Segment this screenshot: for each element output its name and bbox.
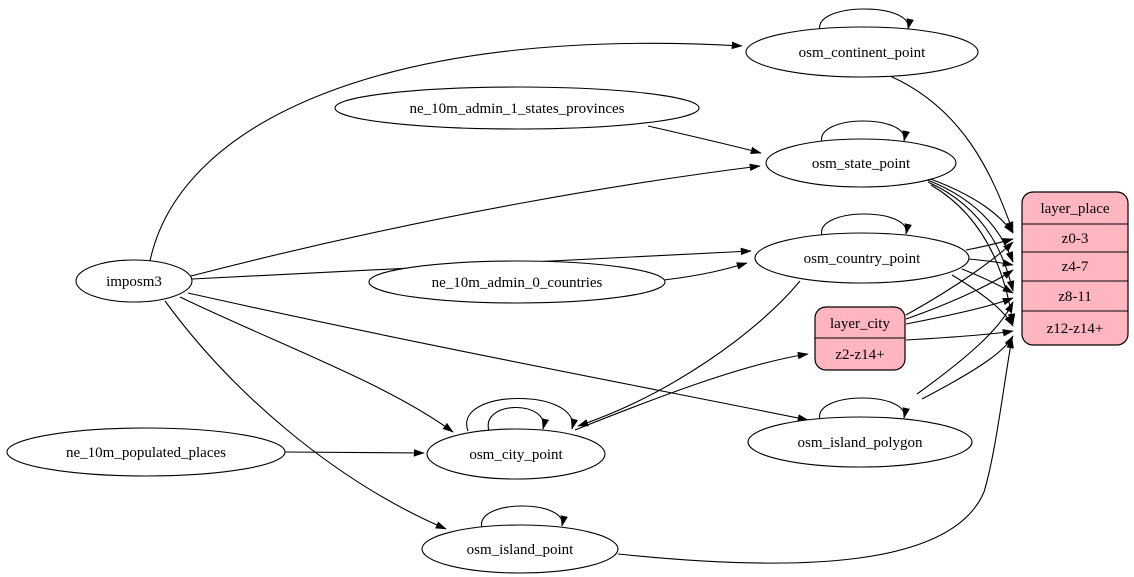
- node-imposm3-label: imposm3: [106, 274, 162, 290]
- selfloop-osm_island_point: [481, 505, 568, 529]
- record-layer_place-row-z4-7: z4-7: [1062, 259, 1089, 275]
- selfloop-osm_island_polygon: [819, 397, 910, 421]
- selfloop-osm_city_point-inner: [487, 406, 550, 432]
- edge-imposm3-to-osm_island_point: [164, 300, 447, 530]
- record-layer_place-row-z0-3: z0-3: [1062, 231, 1089, 247]
- node-ne_admin0-label: ne_10m_admin_0_countries: [432, 275, 603, 291]
- record-layer_city-title: layer_city: [830, 316, 890, 332]
- edge-imposm3-to-osm_state_point: [190, 163, 761, 277]
- node-city-label: osm_city_point: [469, 447, 563, 463]
- edge-osm_state_point-to-layer_place-z4-7: [924, 178, 1014, 263]
- edge-osm_state_point-to-layer_place-z8-11: [927, 181, 1015, 292]
- edge-ne_10m_admin_0_countries-to-osm_country_point: [663, 262, 748, 281]
- edge-imposm3-to-osm_island_polygon: [187, 292, 809, 422]
- node-country-label: osm_country_point: [804, 251, 921, 267]
- edge-ne_10m_populated_places-to-osm_city_point: [284, 449, 425, 457]
- node-osm_city_point: osm_city_point: [426, 428, 606, 480]
- edge-layer_city-to-layer_place-z8-11: [905, 297, 1014, 325]
- edge-osm_country_point-to-layer_place-z0-3: [965, 238, 1014, 251]
- edge-layer_city-to-layer_place-z4-7: [905, 269, 1014, 320]
- edge-osm_country_point-to-layer_place-z8-11: [961, 268, 1014, 294]
- record-layer_place-row-z12-z14: z12-z14+: [1047, 321, 1104, 337]
- record-layer_place-row-z8-11: z8-11: [1058, 289, 1092, 305]
- edge-osm_island_polygon-to-layer_place-z12-z14: [921, 335, 1014, 400]
- edge-osm_island_point-to-layer_place-z12-z14: [617, 337, 1014, 564]
- node-continent-label: osm_continent_point: [799, 45, 926, 61]
- node-imposm3: imposm3: [75, 259, 193, 303]
- edge-osm_country_point-to-osm_city_point: [577, 280, 801, 427]
- node-island_polygon-label: osm_island_polygon: [797, 435, 923, 451]
- edge-osm_city_point-to-layer_city: [574, 351, 809, 431]
- edge-osm_continent_point-to-layer_place-z0-3: [889, 75, 1014, 233]
- node-island_point-label: osm_island_point: [467, 542, 575, 558]
- edge-osm_island_polygon-to-layer_place-z8-11: [916, 301, 1014, 395]
- selfloop-osm_city_point-outer: [466, 398, 579, 432]
- edge-osm_country_point-to-layer_place-z4-7: [968, 258, 1014, 267]
- edge-imposm3-to-osm_continent_point: [149, 41, 743, 262]
- record-layer_city: layer_city z2-z14+: [814, 306, 906, 371]
- node-ne_10m_admin_1_states_provinces: ne_10m_admin_1_states_provinces: [334, 86, 700, 130]
- selfloop-osm_state_point: [821, 120, 910, 144]
- edge-layer_city-to-layer_place-z12-z14: [905, 329, 1014, 341]
- selfloop-osm_country_point: [821, 213, 912, 237]
- node-ne_10m_admin_0_countries: ne_10m_admin_0_countries: [368, 260, 666, 304]
- record-layer_place: layer_place z0-3 z4-7 z8-11 z12-z14+: [1021, 191, 1129, 346]
- node-ne_10m_populated_places: ne_10m_populated_places: [6, 427, 286, 477]
- edge-osm_state_point-to-layer_place-z0-3: [921, 175, 1014, 234]
- node-ne_populated-label: ne_10m_populated_places: [66, 445, 226, 461]
- node-osm_island_point: osm_island_point: [421, 524, 619, 574]
- record-layer_place-title: layer_place: [1040, 201, 1109, 217]
- node-osm_continent_point: osm_continent_point: [745, 26, 979, 78]
- node-osm_country_point: osm_country_point: [754, 232, 970, 284]
- node-osm_state_point: osm_state_point: [765, 138, 957, 188]
- selfloop-osm_continent_point: [819, 8, 914, 32]
- edge-ne_10m_admin_1_states_provinces-to-osm_state_point: [647, 125, 762, 154]
- node-osm_island_polygon: osm_island_polygon: [747, 416, 973, 468]
- record-layer_city-row-z2-z14: z2-z14+: [835, 347, 884, 363]
- edge-osm_country_point-to-layer_place-z12-z14: [951, 274, 1014, 327]
- node-state-label: osm_state_point: [812, 156, 911, 172]
- node-ne_admin1-label: ne_10m_admin_1_states_provinces: [410, 101, 625, 117]
- edge-imposm3-to-osm_city_point: [179, 296, 454, 433]
- edge-layer_city-to-layer_place-z0-3: [905, 241, 1014, 316]
